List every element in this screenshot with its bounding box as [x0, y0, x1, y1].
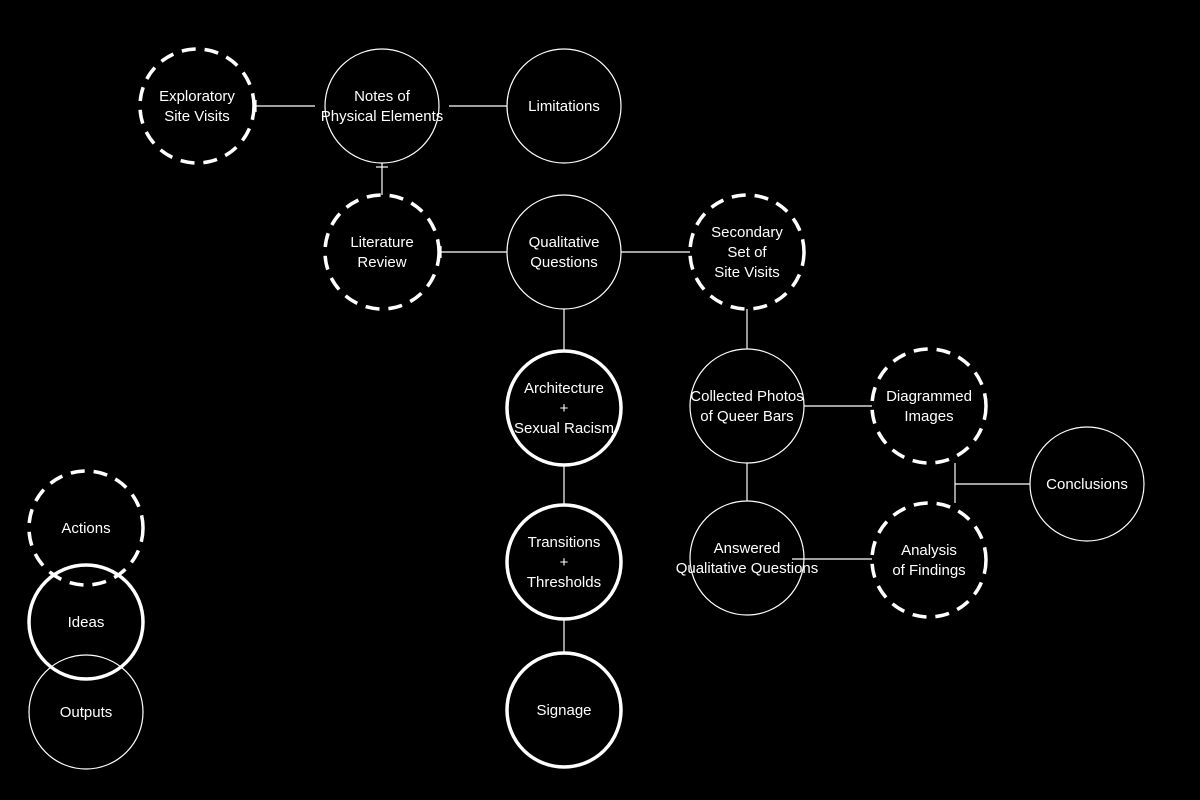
node-secondary-site-visits-label-line-0: Secondary	[711, 224, 783, 241]
node-legend-outputs-label-line-0: Outputs	[60, 704, 113, 721]
node-collected-photos-label-line-1: of Queer Bars	[700, 408, 793, 425]
node-signage-circle	[505, 651, 623, 769]
node-literature-review-label-line-1: Review	[357, 254, 406, 271]
node-literature-review-label-line-0: Literature	[350, 234, 413, 251]
node-answered-questions-label-line-0: Answered	[714, 540, 781, 557]
node-qualitative-questions-circle	[506, 194, 622, 310]
node-transitions-thresholds: Transitions + Thresholds	[505, 503, 623, 621]
node-collected-photos: Collected Photos of Queer Bars	[689, 348, 805, 464]
node-diagrammed-images-label-line-0: Diagrammed	[886, 388, 972, 405]
node-answered-questions-label-line-1: Qualitative Questions	[676, 560, 819, 577]
node-signage: Signage	[505, 651, 623, 769]
node-analysis-findings: Analysis of Findings	[870, 501, 988, 619]
node-legend-actions-label-line-0: Actions	[61, 520, 110, 537]
node-exploratory-site-visits-circle	[138, 47, 256, 165]
node-secondary-site-visits-circle	[688, 193, 806, 311]
node-analysis-findings-label-line-1: of Findings	[892, 562, 965, 579]
node-transitions-thresholds-circle	[505, 503, 623, 621]
node-conclusions-label-line-0: Conclusions	[1046, 476, 1128, 493]
node-legend-outputs-circle	[28, 654, 144, 770]
node-notes-physical-elements-label-line-1: Physical Elements	[321, 108, 444, 125]
node-transitions-thresholds-label-line-0: Transitions	[528, 534, 601, 551]
node-literature-review-circle	[323, 193, 441, 311]
node-architecture-sexual-racism-label-line-2: Sexual Racism	[514, 420, 614, 437]
edge-layer	[254, 100, 1030, 653]
node-diagrammed-images-label-line-1: Images	[904, 408, 953, 425]
node-secondary-site-visits-label-line-2: Site Visits	[714, 264, 780, 281]
node-exploratory-site-visits-label-line-0: Exploratory	[159, 88, 235, 105]
node-limitations-label-line-0: Limitations	[528, 98, 600, 115]
node-legend-ideas: Ideas	[27, 563, 145, 681]
node-signage-label-line-0: Signage	[536, 702, 591, 719]
node-legend-ideas-label-line-0: Ideas	[68, 614, 105, 631]
node-conclusions-circle	[1029, 426, 1145, 542]
node-architecture-sexual-racism-circle	[505, 349, 623, 467]
node-architecture-sexual-racism-label-line-1: +	[560, 400, 569, 417]
node-limitations: Limitations	[506, 48, 622, 164]
node-diagrammed-images-circle	[870, 347, 988, 465]
node-legend-actions: Actions	[27, 469, 145, 587]
node-transitions-thresholds-label-line-1: +	[560, 554, 569, 571]
node-collected-photos-label-line-0: Collected Photos	[690, 388, 803, 405]
node-analysis-findings-label-line-0: Analysis	[901, 542, 957, 559]
node-notes-physical-elements: Notes of Physical Elements	[321, 48, 444, 164]
node-conclusions: Conclusions	[1029, 426, 1145, 542]
node-legend-ideas-circle	[27, 563, 145, 681]
node-notes-physical-elements-circle	[324, 48, 440, 164]
node-architecture-sexual-racism: Architecture + Sexual Racism	[505, 349, 623, 467]
node-architecture-sexual-racism-label-line-0: Architecture	[524, 380, 604, 397]
node-secondary-site-visits-label-line-1: Set of	[727, 244, 767, 261]
node-limitations-circle	[506, 48, 622, 164]
node-qualitative-questions-label-line-1: Questions	[530, 254, 598, 271]
node-exploratory-site-visits-label-line-1: Site Visits	[164, 108, 230, 125]
node-legend-actions-circle	[27, 469, 145, 587]
node-answered-questions-circle	[689, 500, 805, 616]
node-qualitative-questions-label-line-0: Qualitative	[529, 234, 600, 251]
node-analysis-findings-circle	[870, 501, 988, 619]
node-notes-physical-elements-label-line-0: Notes of	[354, 88, 411, 105]
node-collected-photos-circle	[689, 348, 805, 464]
node-legend-outputs: Outputs	[28, 654, 144, 770]
node-transitions-thresholds-label-line-2: Thresholds	[527, 574, 601, 591]
